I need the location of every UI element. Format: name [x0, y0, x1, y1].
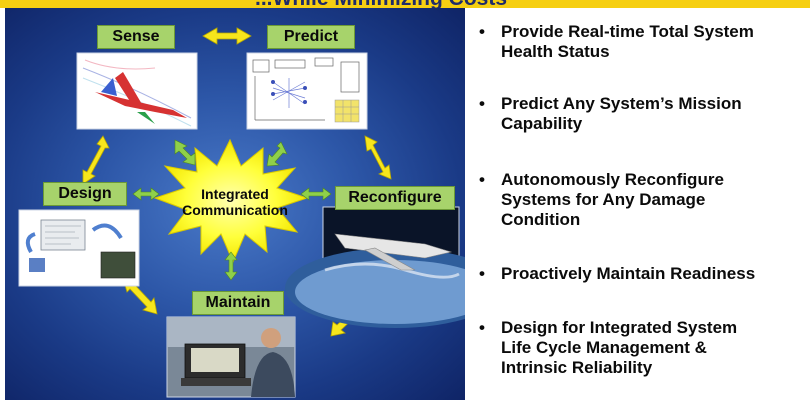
- bullet-dot: •: [479, 264, 485, 283]
- maintain-technician-image: [166, 316, 296, 398]
- reconfigure-spaceplane-image: [285, 206, 465, 328]
- bullet-line: Design for Integrated System: [501, 318, 738, 337]
- top-title-bar: ...While Minimizing Costs: [0, 0, 810, 8]
- bullet-line: Systems for Any Damage: [501, 190, 706, 209]
- bullet-line: Condition: [501, 210, 581, 229]
- bullet-line: Autonomously Reconfigure: [501, 170, 724, 189]
- predict-neural-network-image: [246, 52, 368, 130]
- bullet-line: Predict Any System’s Mission: [501, 94, 742, 113]
- page-title: ...While Minimizing Costs: [255, 0, 507, 8]
- arrow-sense-predict: [202, 27, 252, 45]
- bullet-line: Health Status: [501, 42, 610, 61]
- bullet-line: Provide Real-time Total System: [501, 22, 754, 41]
- arrow-center-links: [132, 139, 332, 281]
- node-predict: Predict: [267, 25, 355, 49]
- center-label-line2: Communication: [182, 202, 288, 218]
- design-workstation-image: [18, 209, 140, 287]
- diagram-panel: Sense Predict Design Reconfigure Maintai…: [5, 8, 465, 400]
- node-sense: Sense: [97, 25, 175, 49]
- bullet-line: Life Cycle Management &: [501, 338, 707, 357]
- node-reconfigure: Reconfigure: [335, 186, 455, 210]
- bullet-dot: •: [479, 318, 485, 337]
- bullet-dot: •: [479, 22, 485, 41]
- center-label-line1: Integrated: [201, 186, 269, 202]
- bullet-line: Intrinsic Reliability: [501, 358, 653, 377]
- node-maintain: Maintain: [192, 291, 284, 315]
- bullet-line: Proactively Maintain Readiness: [501, 264, 756, 283]
- diagram-graphics: [18, 27, 465, 398]
- node-design: Design: [43, 182, 127, 206]
- bullet-dot: •: [479, 170, 485, 189]
- arrow-sense-design: [82, 135, 110, 185]
- bullet-dot: •: [479, 94, 485, 113]
- arrow-predict-reconfigure: [364, 135, 392, 180]
- sense-aircraft-image: [76, 52, 198, 130]
- bullet-line: Capability: [501, 114, 583, 133]
- center-label: Integrated Communication: [165, 186, 305, 218]
